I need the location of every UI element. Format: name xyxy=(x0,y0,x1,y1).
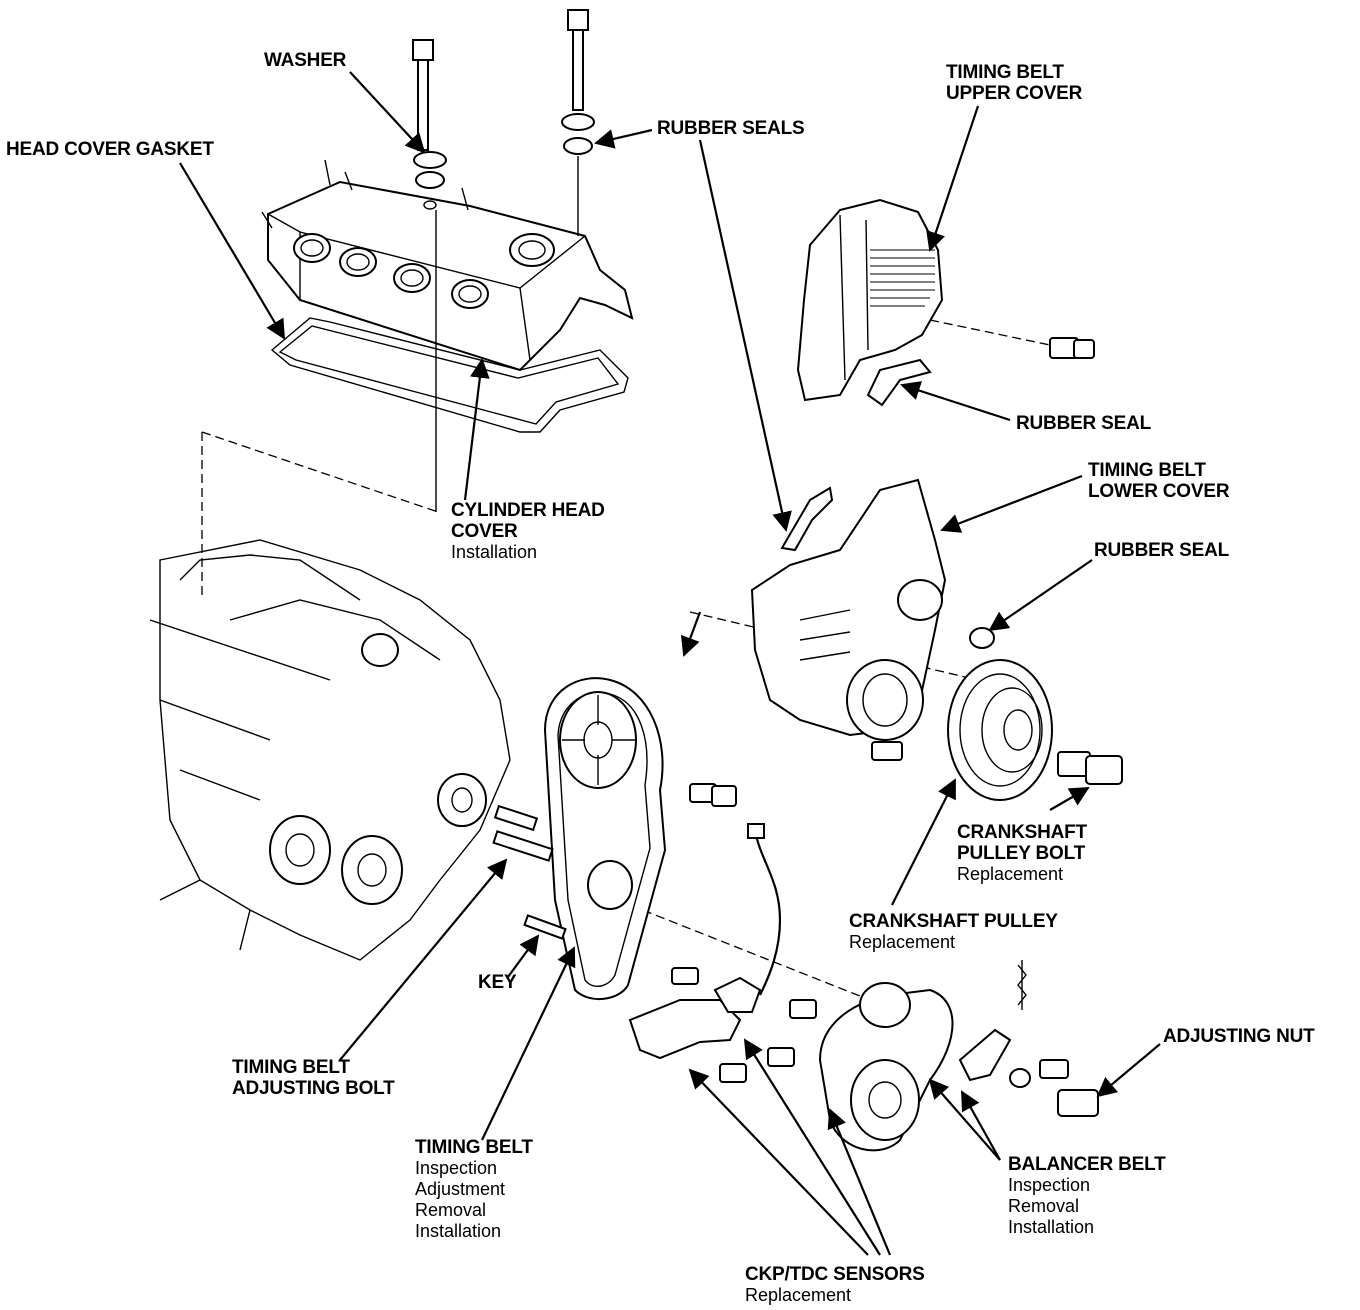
label-crankshaft-pulley-title-1: CRANKSHAFT PULLEY xyxy=(849,911,1058,932)
label-timing-belt-adjusting-bolt: TIMING BELT ADJUSTING BOLT xyxy=(232,1057,395,1099)
label-rubber-seals: RUBBER SEALS xyxy=(657,118,805,139)
crankshaft-pulley-part xyxy=(947,659,1123,801)
label-rubber-seal-lower-title: RUBBER SEAL xyxy=(1094,540,1230,561)
label-rubber-seals-title: RUBBER SEALS xyxy=(657,118,805,139)
label-balancer-belt-note-1: Inspection xyxy=(1008,1175,1091,1195)
label-cylinder-head-cover: CYLINDER HEAD COVER Installation xyxy=(451,500,605,563)
label-upper-cover-title-2: UPPER COVER xyxy=(946,83,1083,104)
label-balancer-belt: BALANCER BELT Inspection Removal Install… xyxy=(1008,1154,1166,1238)
label-timing-belt: TIMING BELT Inspection Adjustment Remova… xyxy=(415,1137,533,1242)
label-crankshaft-pulley: CRANKSHAFT PULLEY Replacement xyxy=(849,911,1058,953)
projection-line-belt xyxy=(629,904,871,1001)
projection-line-upper xyxy=(929,319,1051,346)
label-balancer-belt-title-1: BALANCER BELT xyxy=(1008,1154,1166,1175)
cylinder-head-cover-part xyxy=(261,159,634,433)
label-adjusting-bolt-title-1: TIMING BELT xyxy=(232,1057,350,1078)
label-timing-belt-note-1: Inspection xyxy=(415,1158,498,1178)
engine-block-part xyxy=(149,539,511,961)
label-timing-belt-note-4: Installation xyxy=(415,1221,502,1241)
label-timing-belt-lower-cover: TIMING BELT LOWER COVER xyxy=(1088,460,1230,502)
label-cylinder-head-cover-title-1: CYLINDER HEAD xyxy=(451,500,605,521)
label-washer: WASHER xyxy=(264,50,346,71)
timing-belt-adjusting-bolt-part xyxy=(492,804,554,862)
label-lower-cover-title-1: TIMING BELT xyxy=(1088,460,1206,481)
balancer-belt-part xyxy=(818,960,1099,1152)
label-timing-belt-note-2: Adjustment xyxy=(415,1179,506,1199)
label-crankshaft-pulley-bolt-title-2: PULLEY BOLT xyxy=(957,843,1085,864)
label-key-title: KEY xyxy=(478,972,517,993)
label-adjusting-nut-title: ADJUSTING NUT xyxy=(1163,1026,1315,1047)
label-crankshaft-pulley-bolt: CRANKSHAFT PULLEY BOLT Replacement xyxy=(957,822,1087,885)
label-balancer-belt-note-2: Removal xyxy=(1008,1196,1080,1216)
label-timing-belt-note-3: Removal xyxy=(415,1200,487,1220)
label-crankshaft-pulley-bolt-title-1: CRANKSHAFT xyxy=(957,822,1087,843)
label-ckp-tdc-sensors: CKP/TDC SENSORS Replacement xyxy=(745,1264,925,1306)
label-balancer-belt-note-3: Installation xyxy=(1008,1217,1095,1237)
ckp-tdc-sensors-part xyxy=(628,823,817,1083)
label-rubber-seal-upper: RUBBER SEAL xyxy=(1016,413,1151,434)
label-rubber-seal-lower: RUBBER SEAL xyxy=(1094,540,1229,561)
label-timing-belt-upper-cover: TIMING BELT UPPER COVER xyxy=(946,62,1082,104)
label-head-cover-gasket: HEAD COVER GASKET xyxy=(6,139,214,160)
label-key: KEY xyxy=(478,972,517,993)
leader-lines xyxy=(179,71,1161,1256)
label-cylinder-head-cover-title-2: COVER xyxy=(451,521,518,542)
label-upper-cover-title-1: TIMING BELT xyxy=(946,62,1064,83)
timing-belt-upper-cover-part xyxy=(796,198,1095,407)
label-adjusting-nut: ADJUSTING NUT xyxy=(1163,1026,1315,1047)
label-head-cover-gasket-title: HEAD COVER GASKET xyxy=(6,139,214,160)
projection-line-head xyxy=(201,431,439,513)
label-cylinder-head-cover-note-1: Installation xyxy=(451,542,538,562)
timing-belt-part xyxy=(523,677,737,1001)
label-crankshaft-pulley-note-1: Replacement xyxy=(849,932,956,952)
timing-belt-lower-cover-part xyxy=(750,478,995,761)
label-crankshaft-pulley-bolt-note-1: Replacement xyxy=(957,864,1064,884)
label-ckp-tdc-sensors-note-1: Replacement xyxy=(745,1285,852,1305)
label-rubber-seal-upper-title: RUBBER SEAL xyxy=(1016,413,1152,434)
label-lower-cover-title-2: LOWER COVER xyxy=(1088,481,1230,502)
label-adjusting-bolt-title-2: ADJUSTING BOLT xyxy=(232,1078,395,1099)
label-ckp-tdc-sensors-title-1: CKP/TDC SENSORS xyxy=(745,1264,925,1285)
label-timing-belt-title-1: TIMING BELT xyxy=(415,1137,533,1158)
label-washer-title: WASHER xyxy=(264,50,347,71)
